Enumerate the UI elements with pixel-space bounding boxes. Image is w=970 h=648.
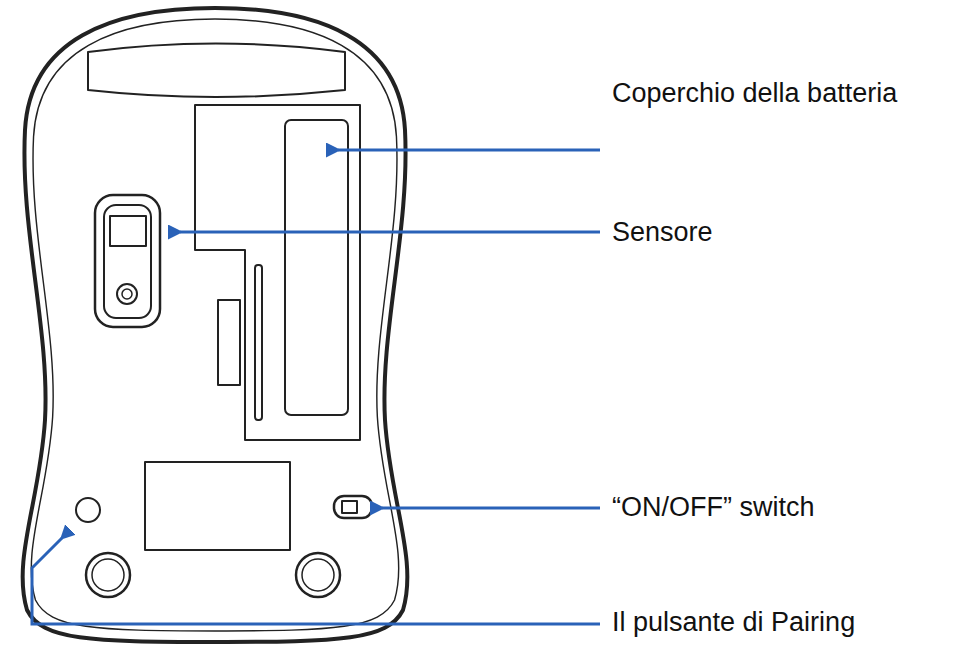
leader-line (32, 538, 600, 624)
product-label (145, 462, 290, 550)
battery-cover-inner (285, 120, 348, 415)
leader-line (180, 231, 600, 234)
foot (296, 553, 340, 597)
cover-slot (255, 265, 262, 420)
sensor-inner (104, 205, 151, 318)
leader-line (338, 149, 600, 152)
sensor-frame (95, 195, 160, 327)
mouse-outline (23, 8, 408, 642)
switch-knob (342, 501, 357, 513)
cover-tab (218, 300, 240, 385)
top-pad (88, 44, 345, 98)
sensor-led-inner (122, 289, 132, 299)
part-label: “ON/OFF” switch (612, 491, 815, 523)
leader-line (382, 507, 600, 510)
part-label: Sensore (612, 216, 713, 248)
mouse-inner-outline (31, 19, 398, 631)
part-label: Coperchio della batteria (612, 77, 897, 109)
sensor-lens (110, 216, 146, 246)
pairing-button (76, 498, 100, 522)
foot (302, 559, 334, 591)
foot (92, 559, 124, 591)
sensor-led (117, 284, 137, 304)
foot (86, 553, 130, 597)
battery-cover (195, 105, 360, 440)
on-off-switch (334, 496, 372, 518)
part-label: Il pulsante di Pairing (612, 606, 855, 638)
